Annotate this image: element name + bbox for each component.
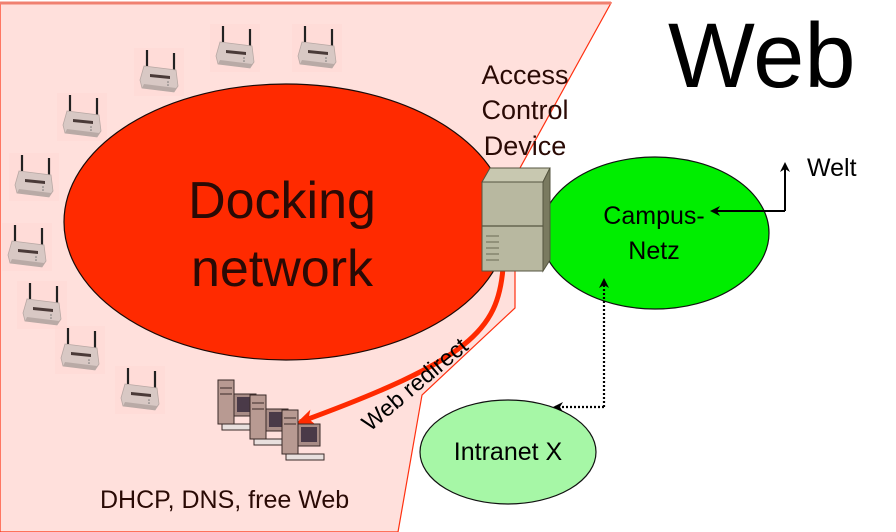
access-point-icon xyxy=(7,151,61,203)
access-point-icon xyxy=(113,364,167,416)
welt-label: Welt xyxy=(807,154,857,182)
access-device-label-line3: Device xyxy=(484,131,567,161)
access-point-icon xyxy=(208,22,262,74)
web-redirect-arrow xyxy=(296,267,506,425)
docking-label-line1: Docking xyxy=(188,172,376,230)
access-control-device-icon xyxy=(481,167,551,273)
access-point-icon xyxy=(132,46,186,98)
access-point-icon xyxy=(15,279,69,331)
campus-label-line2: Netz xyxy=(628,237,679,265)
campus-label-line1: Campus- xyxy=(603,202,704,230)
intranet-x-ellipse xyxy=(419,399,597,505)
access-device-label-line2: Control xyxy=(481,95,568,125)
docking-label-line2: network xyxy=(191,240,374,298)
access-point-icon xyxy=(53,324,107,376)
access-point-icon xyxy=(0,221,54,273)
access-device-label-line1: Access xyxy=(481,60,568,90)
campus-netz-ellipse xyxy=(540,156,770,310)
page-title: Web xyxy=(668,5,856,107)
intranet-label: Intranet X xyxy=(454,438,563,466)
access-point-icon xyxy=(55,91,109,143)
servers-label: DHCP, DNS, free Web xyxy=(100,486,349,514)
access-point-icon xyxy=(290,22,344,74)
